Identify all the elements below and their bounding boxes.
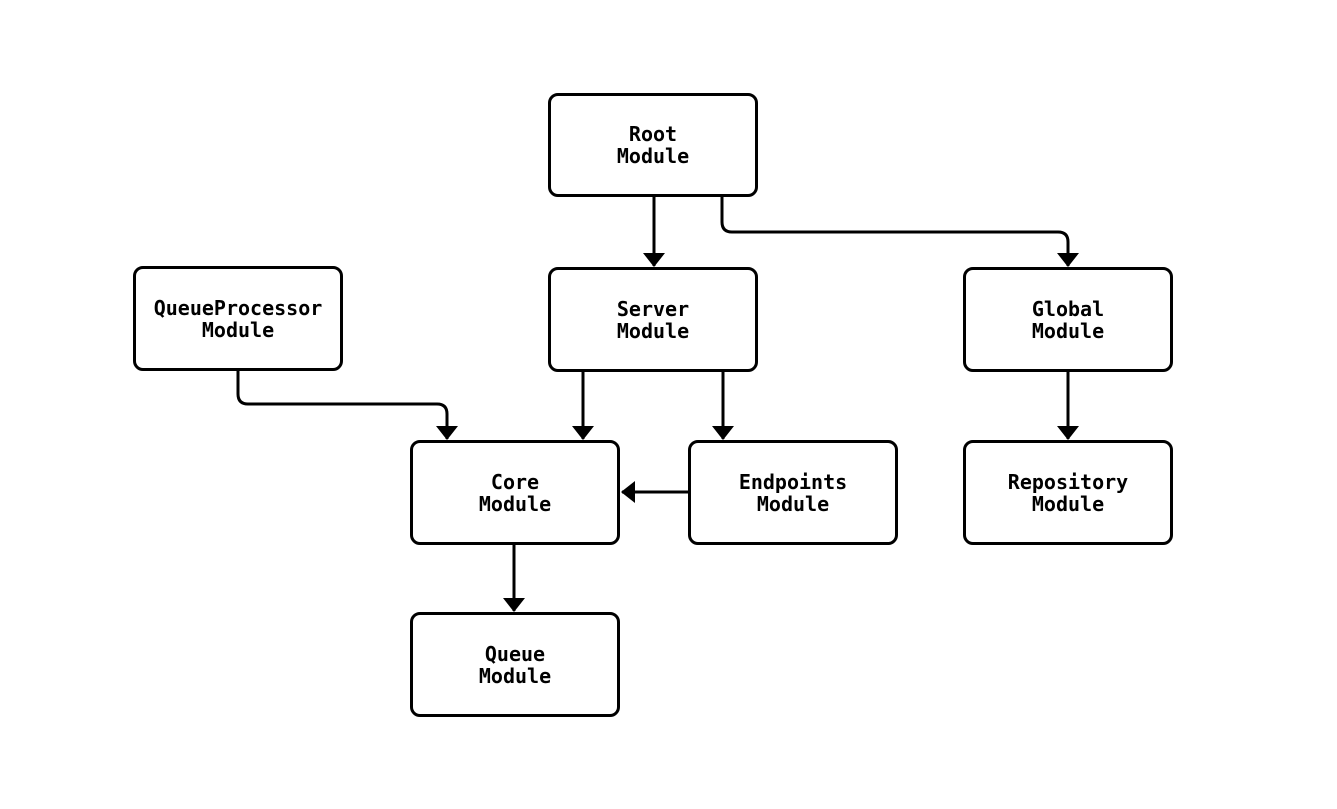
node-label-line2: Module	[1031, 318, 1105, 343]
edge-group	[236, 197, 1079, 612]
node-endpoints-module: Endpoints Module	[688, 440, 898, 545]
node-label-line2: Module	[1031, 491, 1105, 516]
node-label-line1: Global	[1031, 296, 1105, 321]
node-label-line1: Root	[628, 122, 678, 146]
node-label-line2: Module	[616, 318, 690, 343]
node-label-line1: Core	[490, 469, 540, 494]
edge-queueprocessor-to-core	[236, 371, 458, 440]
node-label-line1: Server	[616, 296, 690, 321]
node-root-module: Root Module	[548, 93, 758, 197]
node-queue-module: Queue Module	[410, 612, 620, 717]
node-label-line2: Module	[616, 144, 690, 168]
node-server-module: Server Module	[548, 267, 758, 372]
node-global-module: Global Module	[963, 267, 1173, 372]
node-label-line2: Module	[478, 663, 552, 688]
node-label-line1: Repository	[1007, 469, 1129, 494]
node-label-line1: QueueProcessor	[153, 295, 323, 320]
node-repository-module: Repository Module	[963, 440, 1173, 545]
node-label-line1: Queue	[484, 641, 546, 666]
node-label-line2: Module	[478, 491, 552, 516]
node-queueprocessor-module: QueueProcessor Module	[133, 266, 343, 371]
node-core-module: Core Module	[410, 440, 620, 545]
node-label-line1: Endpoints	[738, 469, 848, 494]
node-label-line2: Module	[756, 491, 830, 516]
edge-root-to-global	[720, 197, 1079, 267]
node-label-line2: Module	[201, 317, 275, 342]
